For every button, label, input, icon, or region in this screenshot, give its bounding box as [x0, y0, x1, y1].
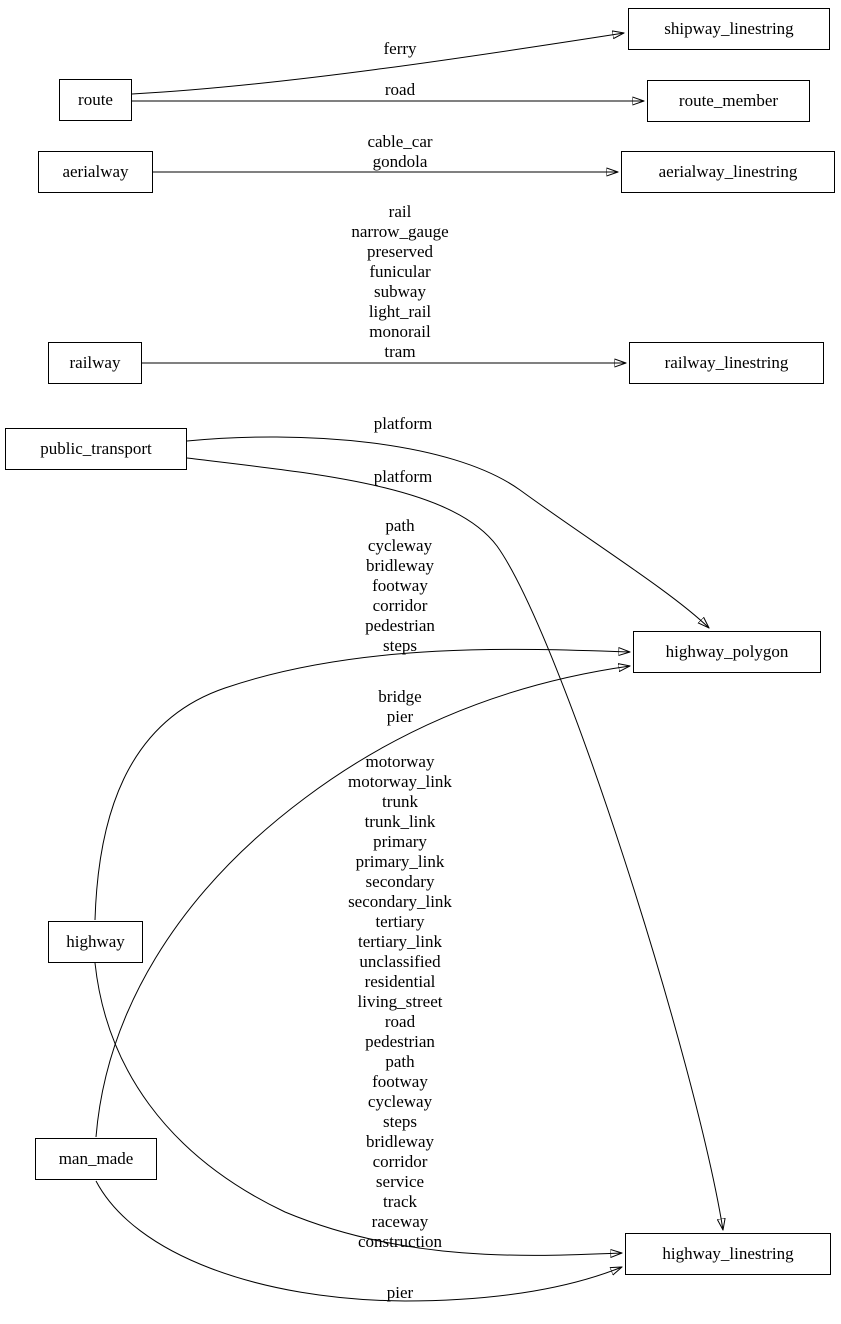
node-label: public_transport — [40, 439, 152, 458]
edge-label-pier: pier — [386, 1283, 414, 1302]
node-highway-polygon: highway_polygon — [633, 631, 821, 673]
node-label: highway — [66, 932, 125, 951]
node-route-member: route_member — [647, 80, 810, 122]
node-highway-linestring: highway_linestring — [625, 1233, 831, 1275]
node-label: aerialway_linestring — [658, 162, 798, 181]
node-aerialway: aerialway — [38, 151, 153, 193]
edge-public-transport-highway-linestring — [186, 457, 723, 1230]
edge-public-transport-highway-polygon — [186, 436, 709, 628]
node-label: route_member — [678, 91, 779, 110]
node-label: route — [78, 90, 113, 109]
node-label: highway_polygon — [665, 642, 789, 661]
edge-label-railway-values: rail narrow_gauge preserved funicular su… — [351, 202, 449, 361]
node-public-transport: public_transport — [5, 428, 187, 470]
edge-highway-highway-polygon — [94, 649, 630, 921]
edge-label-highway-linestring-values: motorway motorway_link trunk trunk_link … — [348, 752, 452, 1251]
node-label: railway — [69, 353, 121, 372]
edge-route-shipway-linestring — [131, 33, 624, 95]
node-label: aerialway — [62, 162, 129, 181]
node-label: man_made — [58, 1149, 134, 1168]
edge-label-highway-polygon-values: path cycleway bridleway footway corridor… — [365, 516, 435, 655]
edge-label-cable-car-gondola: cable_car gondola — [367, 132, 433, 171]
node-railway-linestring: railway_linestring — [629, 342, 824, 384]
edge-man-made-highway-linestring — [95, 1180, 622, 1302]
node-railway: railway — [48, 342, 142, 384]
node-label: highway_linestring — [662, 1244, 794, 1263]
edge-label-platform-linestring: platform — [373, 467, 433, 486]
node-man-made: man_made — [35, 1138, 157, 1180]
edge-label-platform-polygon: platform — [373, 414, 433, 433]
edge-label-bridge-pier: bridge pier — [378, 687, 422, 726]
edge-label-road: road — [384, 80, 416, 99]
node-route: route — [59, 79, 132, 121]
edge-highway-highway-linestring — [94, 962, 622, 1255]
node-label: railway_linestring — [664, 353, 789, 372]
edge-label-ferry: ferry — [383, 39, 417, 58]
node-shipway-linestring: shipway_linestring — [628, 8, 830, 50]
edge-man-made-highway-polygon — [95, 666, 630, 1138]
node-highway: highway — [48, 921, 143, 963]
node-label: shipway_linestring — [664, 19, 794, 38]
node-aerialway-linestring: aerialway_linestring — [621, 151, 835, 193]
